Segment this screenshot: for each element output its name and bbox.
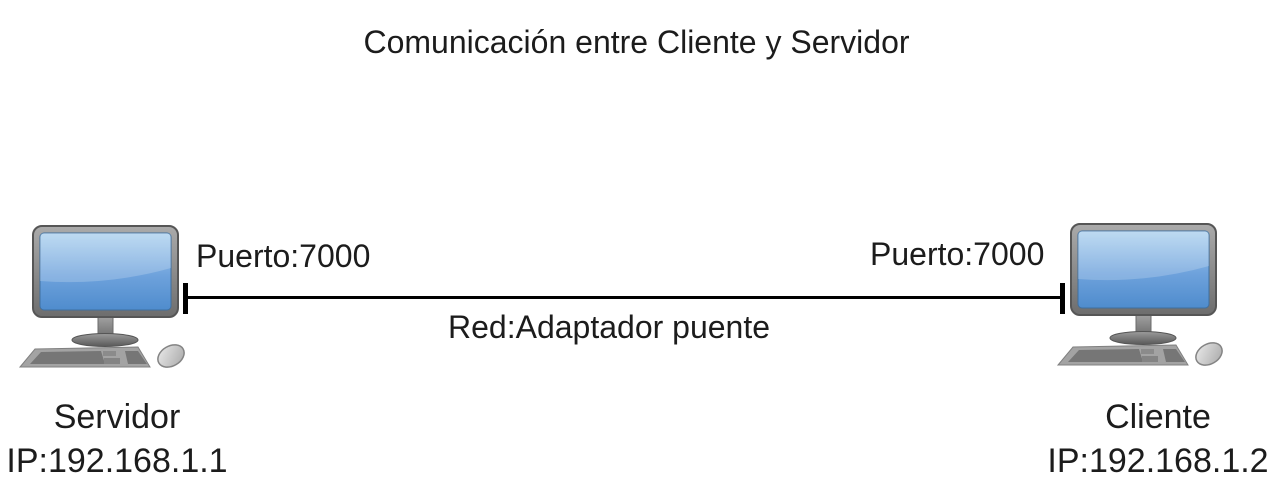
link-endcap-right — [1060, 283, 1065, 314]
network-link-line — [186, 296, 1063, 299]
server-port-label: Puerto:7000 — [196, 238, 371, 274]
client-ip-label: IP:192.168.1.2 — [1047, 442, 1269, 481]
client-name-label: Cliente — [1105, 398, 1211, 436]
link-endcap-left — [183, 283, 188, 314]
network-adapter-label: Red:Adaptador puente — [448, 309, 771, 345]
server-desktop-computer-icon — [17, 224, 185, 371]
client-label-block: Cliente IP:192.168.1.2 — [1046, 395, 1270, 483]
server-name-label: Servidor — [53, 398, 181, 436]
server-label-block: Servidor IP:192.168.1.1 — [5, 395, 229, 483]
client-desktop-computer-icon — [1055, 222, 1223, 369]
diagram-title: Comunicación entre Cliente y Servidor — [363, 24, 910, 60]
server-ip-label: IP:192.168.1.1 — [6, 442, 228, 481]
client-port-label: Puerto:7000 — [870, 236, 1045, 272]
